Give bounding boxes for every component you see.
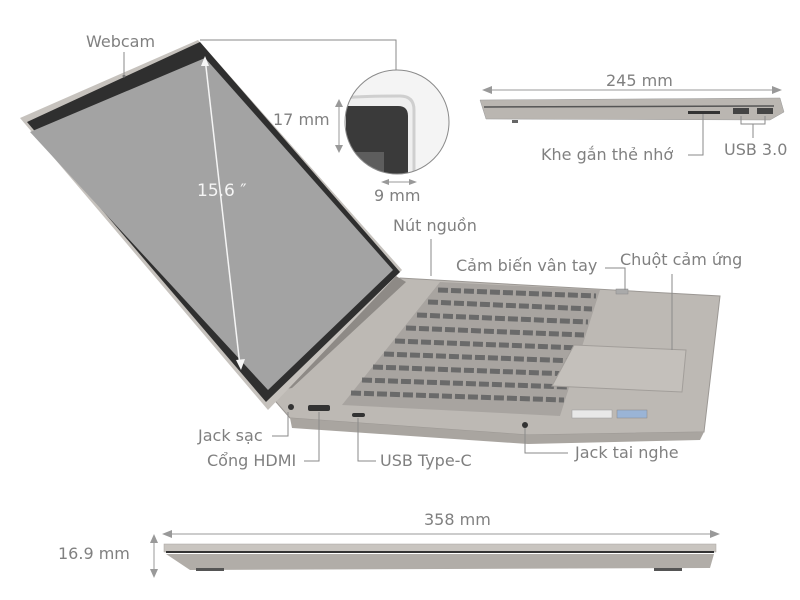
label-usb3: USB 3.0 (724, 140, 788, 159)
label-width: 358 mm (424, 510, 491, 529)
label-thickness: 16.9 mm (58, 544, 130, 563)
label-charging-jack: Jack sạc (198, 426, 263, 445)
label-headphone-jack: Jack tai nghe (575, 443, 679, 462)
bezel-magnifier (344, 69, 450, 175)
label-touchpad: Chuột cảm ứng (620, 250, 743, 269)
label-webcam: Webcam (86, 32, 156, 51)
label-fingerprint: Cảm biến vân tay (456, 256, 598, 275)
front-view (150, 530, 720, 578)
label-card-slot: Khe gắn thẻ nhớ (541, 145, 674, 164)
side-view (479, 86, 785, 156)
label-depth: 245 mm (606, 71, 673, 90)
label-bezel-side: 9 mm (374, 186, 421, 205)
keyboard (342, 282, 600, 416)
laptop-main-view (20, 40, 721, 444)
label-hdmi: Cổng HDMI (207, 451, 297, 470)
touchpad (551, 344, 687, 393)
label-bezel-top: 17 mm (273, 110, 330, 129)
label-screen-size: 15.6 ″ (197, 181, 247, 201)
label-power-button: Nút nguồn (393, 216, 477, 235)
label-usb-c: USB Type-C (380, 451, 472, 470)
